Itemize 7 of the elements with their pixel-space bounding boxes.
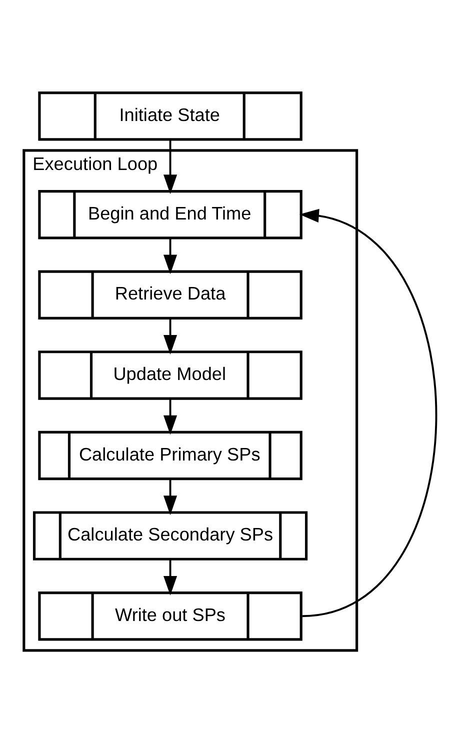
arrow bbox=[163, 318, 178, 354]
arrow bbox=[163, 478, 178, 516]
arrow bbox=[163, 238, 178, 274]
arrow bbox=[163, 398, 178, 435]
arrow bbox=[163, 140, 178, 194]
arrow bbox=[163, 559, 178, 596]
arrow bbox=[299, 208, 437, 618]
